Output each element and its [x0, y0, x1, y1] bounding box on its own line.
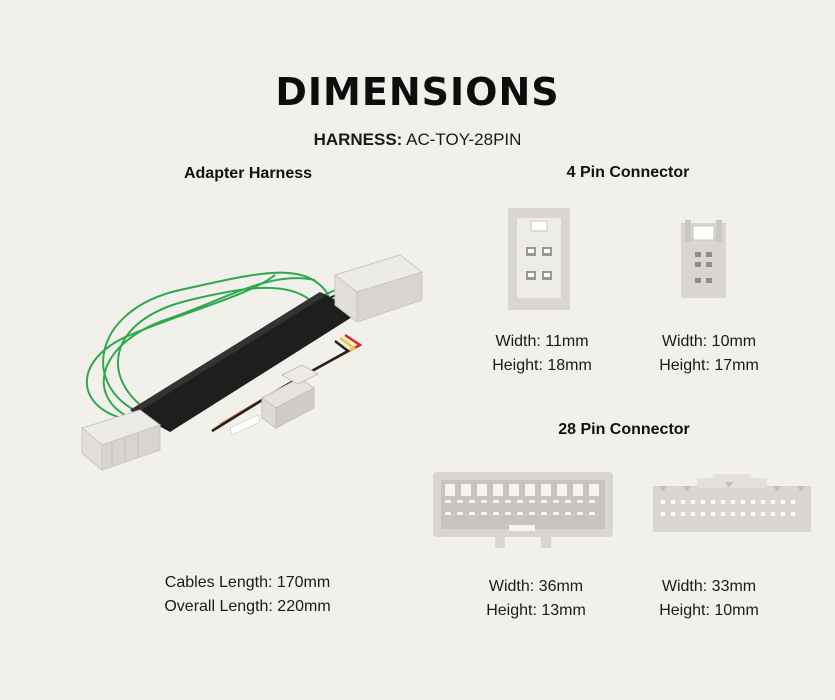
- twentyeight-pin-side-illustration: [653, 474, 811, 532]
- four-pin-front-illustration: [508, 208, 570, 310]
- cables-length: Cables Length: 170mm: [164, 574, 331, 591]
- harness-value: AC-TOY-28PIN: [406, 130, 522, 149]
- harness-line: HARNESS: AC-TOY-28PIN: [0, 130, 835, 150]
- twentyeight-pin-side-width: Width: 33mm: [661, 578, 757, 595]
- twentyeight-pin-front-width: Width: 36mm: [488, 578, 584, 595]
- overall-length: Overall Length: 220mm: [164, 598, 331, 615]
- four-pin-heading: 4 Pin Connector: [566, 164, 690, 181]
- page-title: DIMENSIONS: [275, 70, 560, 114]
- twentyeight-pin-side-height: Height: 10mm: [659, 602, 759, 619]
- four-pin-side-illustration: [681, 220, 726, 298]
- twentyeight-pin-front-height: Height: 13mm: [486, 602, 586, 619]
- four-pin-front-height: Height: 18mm: [492, 357, 592, 374]
- adapter-harness-heading: Adapter Harness: [183, 165, 313, 182]
- four-pin-side-width: Width: 10mm: [661, 333, 757, 350]
- twentyeight-pin-front-illustration: [433, 472, 613, 548]
- twentyeight-pin-heading: 28 Pin Connector: [558, 421, 690, 438]
- four-pin-front-width: Width: 11mm: [495, 333, 589, 350]
- harness-label: HARNESS:: [313, 130, 403, 149]
- four-pin-side-height: Height: 17mm: [659, 357, 759, 374]
- adapter-harness-illustration: [80, 254, 424, 472]
